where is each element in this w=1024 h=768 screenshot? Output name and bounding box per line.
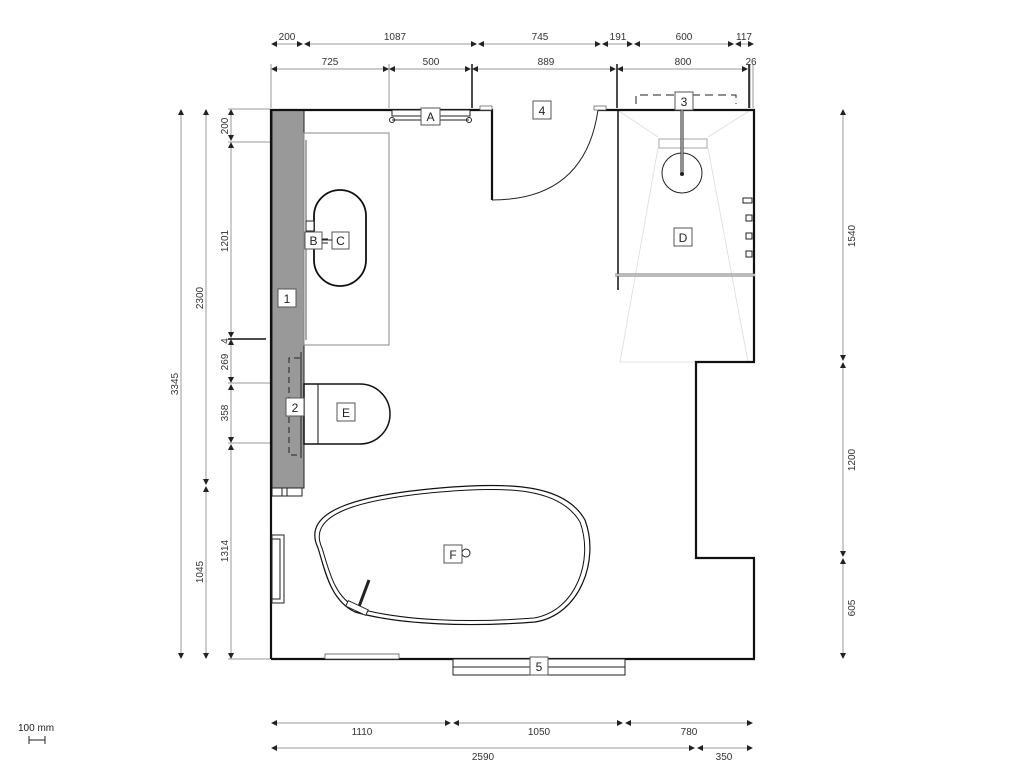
dim-right-605: 605 (847, 599, 858, 616)
dim-left-1045: 1045 (195, 560, 206, 583)
tag-f[interactable]: F (443, 544, 463, 564)
walls (269, 108, 756, 661)
dim-bottom-1050: 1050 (528, 727, 551, 738)
tag-1[interactable]: 1 (277, 288, 297, 308)
dim-left-1314: 1314 (220, 539, 231, 562)
dim-top-745: 745 (532, 32, 549, 43)
dim-top-117: 117 (736, 32, 752, 43)
bottom-dimensions (271, 720, 753, 751)
dim-bottom-780: 780 (681, 727, 698, 738)
shower-controls (742, 197, 753, 258)
dim-right-1540: 1540 (847, 224, 858, 247)
dim-left-4: 4 (220, 338, 231, 344)
dim-top-200: 200 (279, 32, 296, 43)
scale-bar: 100 mm (18, 723, 54, 744)
tag-e[interactable]: E (336, 402, 356, 422)
shower-area (618, 110, 750, 363)
tag-2[interactable]: 2 (285, 397, 305, 417)
svg-text:D: D (679, 231, 688, 245)
door-swing (491, 109, 599, 201)
dim-left-1201: 1201 (220, 229, 231, 252)
svg-text:B: B (309, 234, 317, 248)
tub-filler (345, 579, 371, 617)
tag-a[interactable]: A (420, 107, 441, 126)
tag-b[interactable]: B (304, 231, 323, 250)
svg-text:100 mm: 100 mm (18, 723, 54, 734)
radiator (271, 534, 285, 604)
dim-left-200: 200 (220, 117, 231, 134)
svg-text:F: F (449, 548, 456, 562)
tag-c[interactable]: C (331, 231, 350, 250)
svg-text:A: A (426, 110, 434, 124)
tag-3[interactable]: 3 (674, 91, 694, 111)
cistern-outline (288, 357, 300, 456)
dim-left-269: 269 (220, 353, 231, 370)
svg-text:1: 1 (284, 292, 291, 306)
dim-top-191: 191 (610, 32, 627, 43)
dim-top-725: 725 (322, 57, 339, 68)
svg-text:C: C (336, 234, 345, 248)
svg-text:2: 2 (292, 401, 299, 415)
tag-d[interactable]: D (673, 227, 693, 247)
dim-top-800: 800 (675, 57, 692, 68)
dim-top-1087: 1087 (384, 32, 407, 43)
dim-left-2300: 2300 (195, 286, 206, 309)
left-dimensions (178, 108, 270, 660)
dim-right-1200: 1200 (847, 448, 858, 471)
tag-4[interactable]: 4 (532, 100, 552, 120)
dim-bottom-2590: 2590 (472, 752, 495, 763)
dim-top-500: 500 (423, 57, 440, 68)
dim-top-889: 889 (538, 57, 555, 68)
dim-left-3345: 3345 (170, 372, 181, 395)
svg-text:E: E (342, 406, 350, 420)
svg-text:3: 3 (681, 95, 688, 109)
dim-top-26: 26 (745, 57, 757, 68)
tag-5[interactable]: 5 (529, 656, 549, 676)
dim-bottom-350: 350 (716, 752, 733, 763)
svg-text:4: 4 (539, 104, 546, 118)
dim-bottom-1110: 1110 (352, 727, 373, 738)
dim-left-358: 358 (220, 404, 231, 421)
dim-top-600: 600 (676, 32, 693, 43)
top-dimension-row-2 (270, 64, 754, 108)
svg-text:5: 5 (536, 660, 543, 674)
